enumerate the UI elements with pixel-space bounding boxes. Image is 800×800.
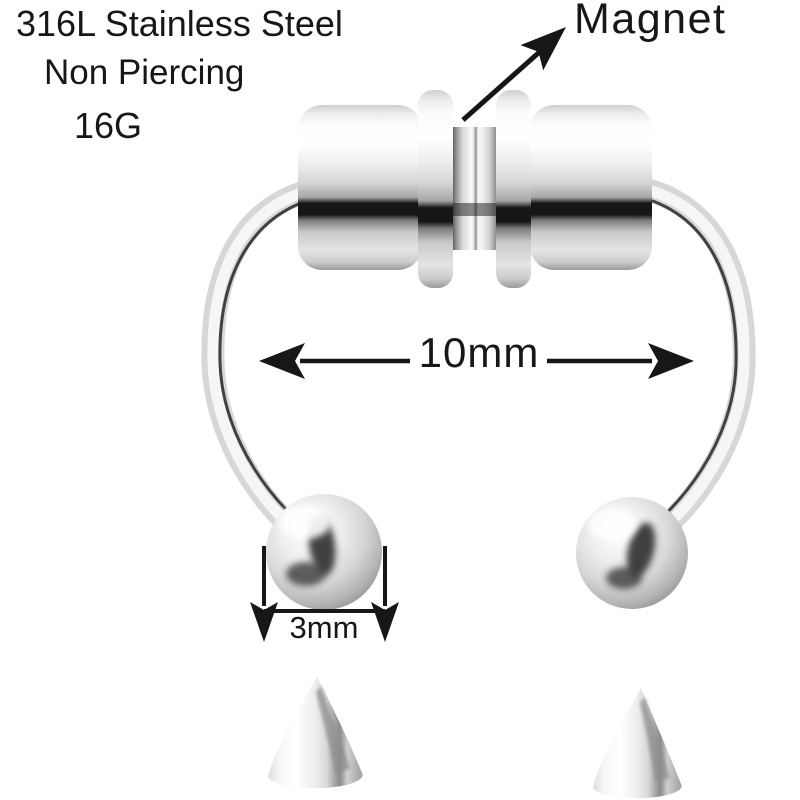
cone-shadow-streak — [316, 686, 350, 774]
ball-end-left — [266, 494, 382, 610]
material-label: 316L Stainless Steel — [16, 3, 343, 44]
clasp-flange-left — [418, 90, 453, 288]
spike-cone-right — [593, 688, 682, 799]
gauge-label: 16G — [74, 105, 143, 146]
inner-diameter-label: 10mm — [418, 329, 540, 376]
down-arrowhead-icon — [250, 602, 278, 642]
cone-shadow-streak — [640, 697, 670, 782]
ball-dimension-marks — [250, 546, 399, 642]
ball-diameter-label: 3mm — [289, 610, 359, 645]
down-arrowhead-icon — [371, 602, 399, 642]
magnet-pointer-arrow — [461, 27, 566, 122]
magnet-clasp-barbell — [298, 90, 652, 288]
piercing-type-label: Non Piercing — [44, 53, 245, 92]
spike-cone-left — [268, 677, 363, 789]
magnet-seam-shadow — [474, 127, 477, 250]
right-arrowhead-icon — [648, 343, 694, 379]
clasp-cylinder-left — [298, 105, 422, 270]
clasp-flange-right — [496, 90, 531, 288]
magnet-label: Magnet — [574, 0, 727, 43]
left-arrowhead-icon — [259, 343, 305, 379]
arrowhead-icon — [520, 27, 566, 71]
diameter-double-arrow — [259, 343, 694, 379]
clasp-cylinder-right — [530, 105, 652, 270]
magnet-reflection-band — [452, 203, 500, 216]
ball-end-right — [576, 497, 688, 609]
magnet-seam-highlight — [470, 127, 473, 250]
